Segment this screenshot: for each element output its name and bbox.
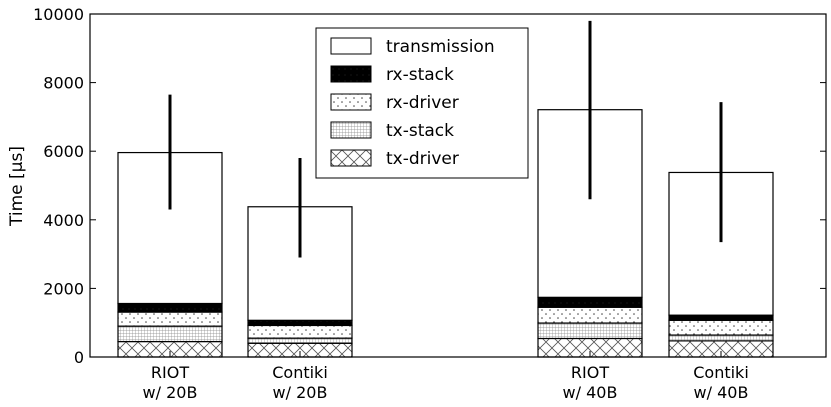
y-tick-label: 4000: [43, 211, 84, 230]
legend-swatch-transmission: [330, 37, 372, 55]
legend-swatch-tx-driver: [330, 149, 372, 167]
y-tick-label: 10000: [33, 5, 84, 24]
y-tick-label: 0: [74, 348, 84, 367]
plot-frame: [89, 13, 827, 358]
bar-segment-rx-driver-2: [247, 324, 353, 339]
bar-segment-tx-stack-2: [247, 337, 353, 344]
y-axis: 0 2000 4000 6000 8000 10000: [33, 5, 826, 367]
y-tick-label: 2000: [43, 279, 84, 298]
error-bars-layer: [168, 20, 723, 258]
bar-segment-rx-stack-3: [537, 296, 643, 308]
bar-segment-rx-stack-1: [117, 302, 223, 313]
bar-segment-rx-stack-2: [247, 319, 353, 327]
legend-swatch-rx-driver: [330, 93, 372, 111]
legend-label-rx-driver: rx-driver: [386, 93, 459, 113]
bar-segment-tx-stack-1: [117, 325, 223, 343]
bar-segment-rx-stack-4: [668, 314, 774, 321]
bar-segment-rx-driver-3: [537, 306, 643, 324]
y-tick-label: 6000: [43, 142, 84, 161]
legend-label-transmission: transmission: [386, 37, 495, 57]
legend-label-tx-stack: tx-stack: [386, 121, 454, 141]
bar-segment-tx-stack-3: [537, 322, 643, 340]
legend-label-tx-driver: tx-driver: [386, 149, 459, 169]
y-tick-label: 8000: [43, 74, 84, 93]
legend-swatch-rx-stack: [330, 65, 372, 83]
bars-layer: [117, 109, 774, 358]
y-axis-title: Time [μs]: [7, 146, 27, 227]
bar-segment-rx-driver-4: [668, 319, 774, 336]
bar-segment-rx-driver-1: [117, 311, 223, 327]
legend-label-rx-stack: rx-stack: [386, 65, 454, 85]
legend-swatch-tx-stack: [330, 121, 372, 139]
legend: transmission rx-stack rx-driver tx-stack tx-…: [315, 27, 529, 179]
bar-segment-tx-stack-4: [668, 334, 774, 342]
